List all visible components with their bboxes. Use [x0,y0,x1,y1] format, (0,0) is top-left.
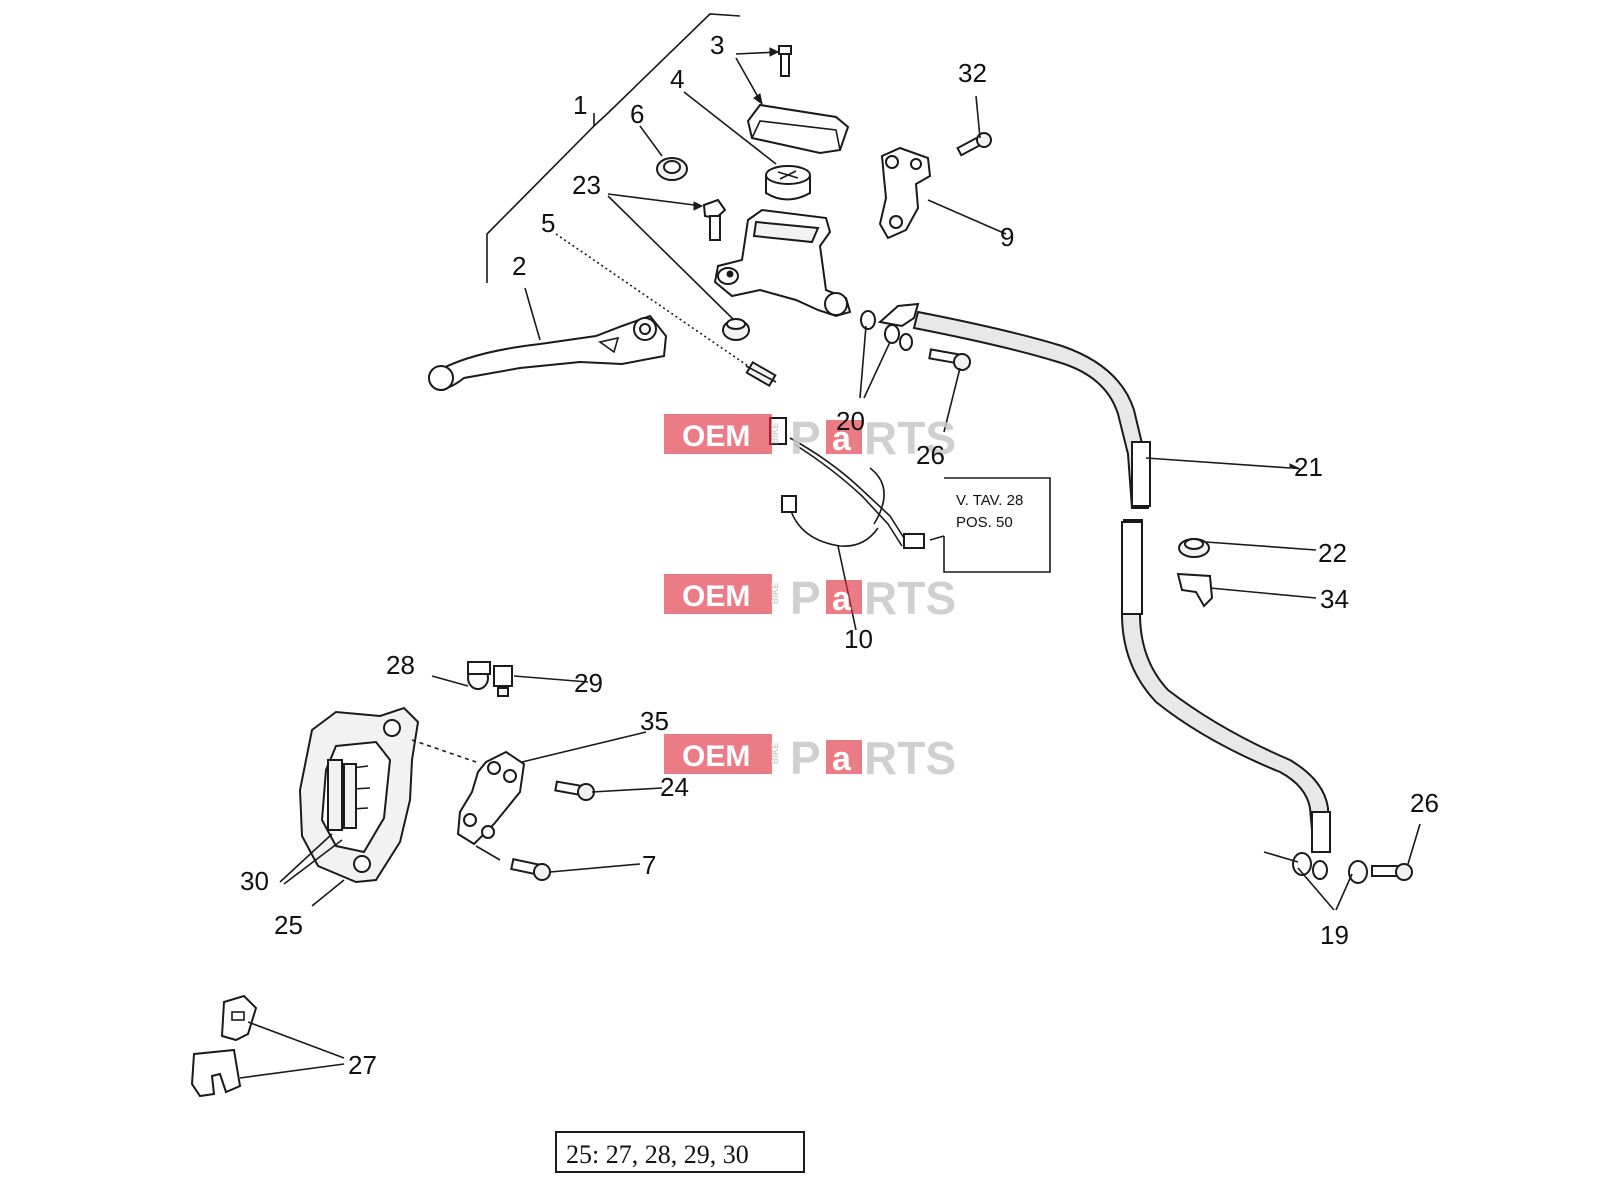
callout-30: 30 [240,866,269,896]
part-29-cap [493,665,513,697]
part-28-bleeder [467,661,491,690]
kit-note-text: 25: 27, 28, 29, 30 [566,1140,749,1169]
reference-note-box: V. TAV. 28 POS. 50 [929,477,1051,573]
watermark-1: OEM BIKE P a RTS [664,412,956,464]
callout-4: 4 [670,64,684,94]
callout-22: 22 [1318,538,1347,568]
part-34-clamp [1176,572,1214,608]
svg-text:P: P [790,732,821,784]
callout-24: 24 [660,772,689,802]
part-24-bolt [554,780,595,801]
reference-note-line2: POS. 50 [956,514,1013,531]
callout-28: 28 [386,650,415,680]
part-7-bolt [510,858,551,881]
part-25-caliper [298,706,420,884]
callout-26-upper: 26 [916,440,945,470]
kit-note-box: 25: 27, 28, 29, 30 [555,1131,805,1173]
callout-6: 6 [630,99,644,129]
callout-23: 23 [572,170,601,200]
part-3-reservoir-cover [746,103,850,155]
svg-text:RTS: RTS [864,412,956,464]
part-20-washers [860,302,920,351]
svg-text:OEM: OEM [682,580,750,613]
callout-5: 5 [541,208,555,238]
part-35-plate [456,750,526,846]
callout-27: 27 [348,1050,377,1080]
callout-20: 20 [836,406,865,436]
svg-text:OEM: OEM [682,740,750,773]
part-32-screw [956,132,992,157]
part-3-screw [778,45,792,77]
callout-21: 21 [1294,452,1323,482]
svg-text:a: a [832,420,852,458]
svg-text:P: P [790,412,821,464]
callout-25: 25 [274,910,303,940]
callout-2: 2 [512,251,526,281]
part-27-spring [220,994,258,1042]
part-23-bolt [702,198,727,241]
part-21-hose-lower [1120,519,1329,831]
part-6-seal [656,157,688,181]
watermark-2: OEM BIKE P a RTS [664,572,956,624]
callout-10: 10 [844,624,873,654]
part-26-bolt-upper [928,348,971,371]
callout-29: 29 [574,668,603,698]
part-30-pads [327,759,357,831]
part-23-bushing [722,318,750,341]
callout-32: 32 [958,58,987,88]
part-19-washers [1292,852,1368,884]
callout-35: 35 [640,706,669,736]
svg-text:a: a [832,740,852,778]
part-21-hose-upper [912,310,1150,509]
svg-text:RTS: RTS [864,572,956,624]
master-cylinder [713,208,852,318]
part-27-clip [190,1048,242,1098]
part-4-diaphragm [765,165,811,201]
svg-text:P: P [790,572,821,624]
part-10-wiring [769,417,925,549]
callouts: 1 2 3 4 5 6 7 9 10 19 20 21 22 23 24 25 … [240,30,1439,1080]
leader-lines [239,51,1421,1079]
part-26-bolt-lower [1371,863,1413,881]
svg-text:BIKE: BIKE [770,582,780,604]
part-22-grommet [1178,538,1210,558]
callout-9: 9 [1000,222,1014,252]
callout-7: 7 [642,850,656,880]
group-1-bracket [486,13,741,283]
part-2-lever [428,314,668,391]
callout-19: 19 [1320,920,1349,950]
svg-text:OEM: OEM [682,420,750,453]
svg-text:RTS: RTS [864,732,956,784]
svg-text:a: a [832,580,852,618]
watermark-3: OEM BIKE P a RTS [664,732,956,784]
svg-text:BIKE: BIKE [770,742,780,764]
callout-3: 3 [710,30,724,60]
reference-note-line1: V. TAV. 28 [956,492,1023,509]
part-5-switch [745,360,777,388]
arrowheads [693,47,1301,470]
part-9-clamp [878,146,932,240]
callout-34: 34 [1320,584,1349,614]
callout-1: 1 [573,90,587,120]
callout-26-lower: 26 [1410,788,1439,818]
svg-text:BIKE: BIKE [770,422,780,444]
